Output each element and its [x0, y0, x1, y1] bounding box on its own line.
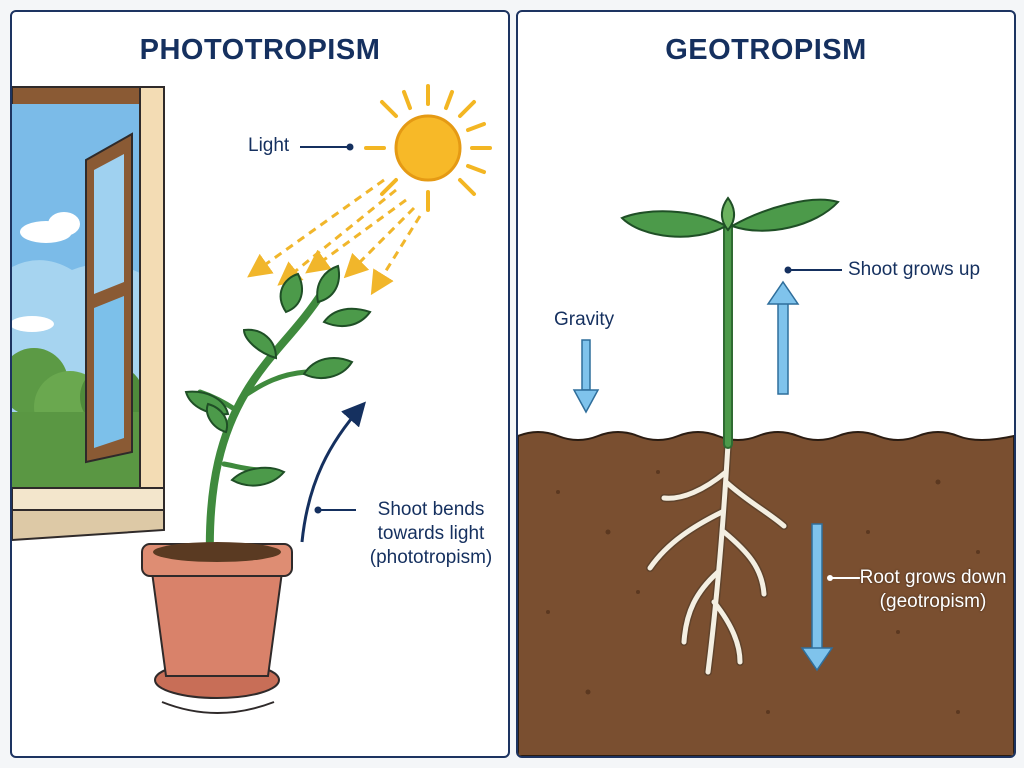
light-label: Light: [248, 135, 290, 156]
phototropism-title: PHOTOTROPISM: [139, 34, 381, 66]
root-down-arrow: [800, 523, 834, 672]
geotropism-title: GEOTROPISM: [665, 34, 867, 66]
shoot-bends-label-line-2: towards light: [377, 523, 485, 544]
bending-direction-arrow: [300, 401, 366, 543]
shoot-grows-up-label: Shoot grows up: [848, 259, 981, 280]
leaf: [279, 272, 303, 314]
leaf: [206, 402, 228, 434]
geotropism-illustration: [518, 196, 1014, 756]
phototropism-panel: PHOTOTROPISM Light Shoot bends towards l…: [10, 10, 510, 758]
leaf: [322, 307, 372, 328]
shoot-bends-label-line-1: Shoot bends: [377, 499, 485, 520]
root-grows-down-label: Root grows down (geotropism): [858, 566, 1008, 614]
shoot-bends-label-line-3: (phototropism): [369, 547, 493, 568]
gravity-arrow: [572, 339, 600, 414]
clouds: [12, 212, 80, 332]
phototropism-illustration: [12, 84, 492, 714]
upright-seedling: [620, 196, 840, 449]
light-ray-arrows: [247, 178, 422, 296]
leaf: [316, 264, 340, 304]
bending-plant: [184, 264, 372, 564]
leaf: [729, 198, 840, 232]
bud: [721, 196, 735, 232]
gravity-label: Gravity: [554, 309, 615, 330]
shoot-up-arrow: [766, 280, 800, 395]
leaf: [302, 357, 354, 379]
sun: [364, 84, 492, 212]
shoot-bends-label: Shoot bends towards light (phototropism): [360, 498, 502, 570]
root-grows-down-label-line-1: Root grows down: [859, 567, 1007, 588]
pot-soil: [153, 542, 281, 562]
window-sill: [12, 487, 165, 511]
leaf: [230, 466, 286, 487]
root-grows-down-label-line-2: (geotropism): [879, 591, 987, 612]
leaf: [620, 210, 729, 238]
roots: [646, 440, 788, 676]
flower-pot: [141, 542, 293, 714]
soil-specks: [546, 470, 980, 714]
geotropism-panel: GEOTROPISM Gravity Shoot grows up Root g…: [516, 10, 1016, 758]
leaf: [242, 328, 278, 360]
window: [12, 86, 165, 542]
